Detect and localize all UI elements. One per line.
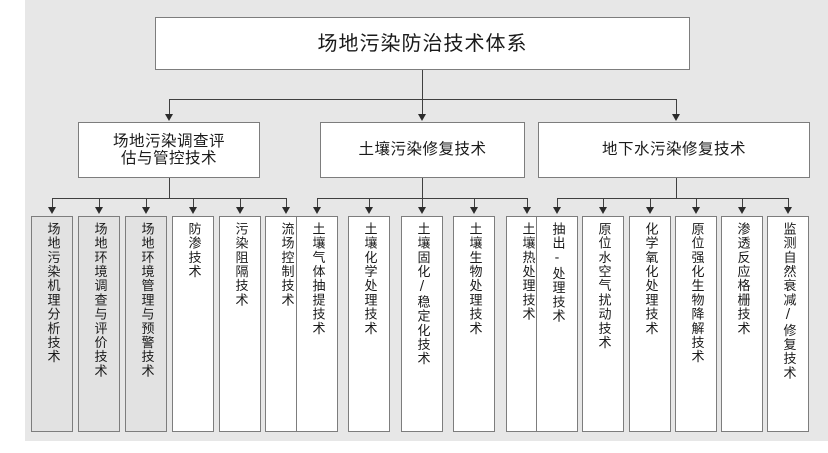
leaf-node-1-0-label: 土壤气体抽提技术 xyxy=(309,222,325,336)
arrow-leaf-1-2 xyxy=(418,207,426,214)
connector-leaf-1-3-stem xyxy=(474,198,475,208)
branch-node-0-label-line-0: 场地污染调查评 xyxy=(112,131,225,150)
branch-node-1[interactable]: 土壤污染修复技术 xyxy=(320,122,525,178)
arrow-branch-2 xyxy=(672,114,680,121)
arrow-leaf-2-1 xyxy=(599,207,607,214)
connector-leaf-1-1-stem xyxy=(369,198,370,208)
connector-group-1-drop xyxy=(422,178,423,198)
root-node[interactable]: 场地污染防治技术体系 xyxy=(155,17,690,70)
branch-node-0[interactable]: 场地污染调查评 估与管控技术 xyxy=(78,122,260,178)
leaf-node-2-0[interactable]: 抽出-处理技术 xyxy=(536,216,578,432)
connector-leaf-2-3-stem xyxy=(696,198,697,208)
arrow-leaf-2-0 xyxy=(553,207,561,214)
connector-group-2-bus xyxy=(557,198,788,199)
arrow-leaf-0-5 xyxy=(282,207,290,214)
arrow-leaf-2-4 xyxy=(738,207,746,214)
leaf-node-2-5-label: 监测自然衰减/修复技术 xyxy=(780,222,796,381)
connector-leaf-1-2-stem xyxy=(422,198,423,208)
leaf-node-0-1-label: 场地环境调查与评价技术 xyxy=(91,222,107,379)
arrow-leaf-0-1 xyxy=(95,207,103,214)
connector-leaf-0-2-stem xyxy=(146,198,147,208)
arrow-leaf-0-4 xyxy=(236,207,244,214)
arrow-leaf-1-0 xyxy=(313,207,321,214)
connector-leaf-1-4-stem xyxy=(527,198,528,208)
leaf-node-1-3-label: 土壤生物处理技术 xyxy=(466,222,482,336)
connector-group-0-drop xyxy=(169,178,170,198)
connector-leaf-2-0-stem xyxy=(557,198,558,208)
leaf-node-2-4-label: 渗透反应格栅技术 xyxy=(734,222,750,336)
branch-node-2[interactable]: 地下水污染修复技术 xyxy=(538,122,810,178)
leaf-node-0-4-label: 污染阻隔技术 xyxy=(232,222,248,308)
root-node-label: 场地污染防治技术体系 xyxy=(317,31,528,56)
connector-leaf-0-5-stem xyxy=(286,198,287,208)
leaf-node-0-5-label: 流场控制技术 xyxy=(278,222,294,308)
arrow-leaf-0-0 xyxy=(48,207,56,214)
leaf-node-0-4[interactable]: 污染阻隔技术 xyxy=(219,216,261,432)
arrow-leaf-0-3 xyxy=(189,207,197,214)
connector-leaf-1-0-stem xyxy=(317,198,318,208)
leaf-node-0-2-label: 场地环境管理与预警技术 xyxy=(138,222,154,379)
leaf-node-0-3-label: 防渗技术 xyxy=(185,222,201,279)
arrow-leaf-0-2 xyxy=(142,207,150,214)
leaf-node-1-4-label: 土壤热处理技术 xyxy=(519,222,535,322)
arrow-branch-1 xyxy=(418,114,426,121)
connector-group-0-bus xyxy=(52,198,286,199)
arrow-leaf-2-2 xyxy=(646,207,654,214)
connector-leaf-0-0-stem xyxy=(52,198,53,208)
leaf-node-0-0-label: 场地污染机理分析技术 xyxy=(44,222,60,364)
arrow-leaf-1-4 xyxy=(523,207,531,214)
leaf-node-2-3[interactable]: 原位强化生物降解技术 xyxy=(675,216,717,432)
arrow-leaf-2-5 xyxy=(784,207,792,214)
connector-root-drop xyxy=(422,70,423,99)
leaf-node-2-1[interactable]: 原位水空气扰动技术 xyxy=(582,216,624,432)
leaf-node-1-2[interactable]: 土壤固化/稳定化技术 xyxy=(401,216,443,432)
connector-leaf-0-4-stem xyxy=(240,198,241,208)
connector-leaf-0-3-stem xyxy=(193,198,194,208)
connector-branch-1-stem xyxy=(422,99,423,115)
leaf-node-2-2[interactable]: 化学氧化处理技术 xyxy=(629,216,671,432)
arrow-leaf-1-1 xyxy=(365,207,373,214)
connector-leaf-2-4-stem xyxy=(742,198,743,208)
leaf-node-2-5[interactable]: 监测自然衰减/修复技术 xyxy=(767,216,809,432)
leaf-node-2-4[interactable]: 渗透反应格栅技术 xyxy=(721,216,763,432)
leaf-node-1-1[interactable]: 土壤化学处理技术 xyxy=(348,216,390,432)
arrow-branch-0 xyxy=(165,114,173,121)
branch-node-0-label-line-1: 估与管控技术 xyxy=(120,149,217,167)
leaf-node-1-2-label: 土壤固化/稳定化技术 xyxy=(414,222,430,366)
leaf-node-2-0-label: 抽出-处理技术 xyxy=(549,222,565,324)
leaf-node-1-0[interactable]: 土壤气体抽提技术 xyxy=(296,216,338,432)
leaf-node-1-1-label: 土壤化学处理技术 xyxy=(361,222,377,336)
connector-leaf-0-1-stem xyxy=(99,198,100,208)
connector-group-2-drop xyxy=(676,178,677,198)
branch-node-2-label: 地下水污染修复技术 xyxy=(601,140,746,159)
connector-leaf-2-5-stem xyxy=(788,198,789,208)
leaf-node-2-2-label: 化学氧化处理技术 xyxy=(642,222,658,336)
connector-branch-2-stem xyxy=(676,99,677,115)
leaf-node-0-3[interactable]: 防渗技术 xyxy=(172,216,214,432)
leaf-node-0-0[interactable]: 场地污染机理分析技术 xyxy=(31,216,73,432)
leaf-node-0-2[interactable]: 场地环境管理与预警技术 xyxy=(125,216,167,432)
connector-leaf-2-2-stem xyxy=(650,198,651,208)
connector-leaf-2-1-stem xyxy=(603,198,604,208)
leaf-node-0-1[interactable]: 场地环境调查与评价技术 xyxy=(78,216,120,432)
leaf-node-2-1-label: 原位水空气扰动技术 xyxy=(595,222,611,350)
arrow-leaf-2-3 xyxy=(692,207,700,214)
connector-branch-0-stem xyxy=(169,99,170,115)
leaf-node-2-3-label: 原位强化生物降解技术 xyxy=(688,222,704,364)
branch-node-1-label: 土壤污染修复技术 xyxy=(358,140,487,159)
arrow-leaf-1-3 xyxy=(470,207,478,214)
leaf-node-1-3[interactable]: 土壤生物处理技术 xyxy=(453,216,495,432)
